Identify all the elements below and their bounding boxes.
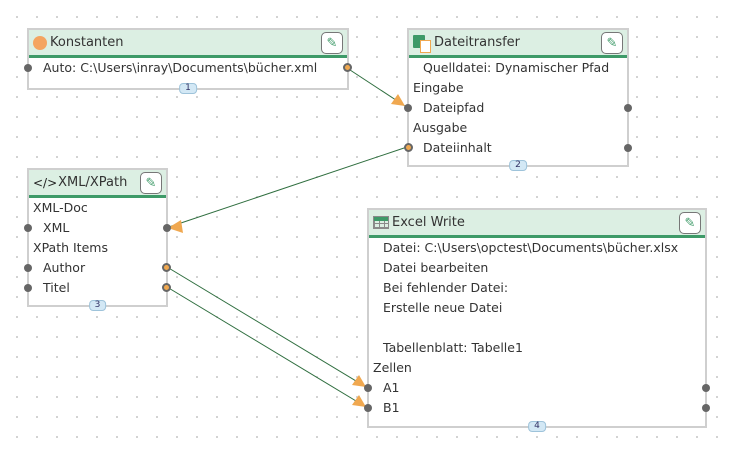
node-konstanten[interactable]: Konstanten ✎ Auto: C:\Users\inray\Docume… <box>24 28 352 94</box>
node-dateitransfer[interactable]: Dateitransfer ✎ Quelldatei: Dynamischer … <box>404 28 632 171</box>
node-excel-write[interactable]: Excel Write ✎ Datei: C:\Users\opctest\Do… <box>364 208 710 432</box>
section-label: XML-Doc <box>33 200 88 215</box>
node-title: Excel Write <box>392 215 465 230</box>
output-port[interactable] <box>702 404 710 412</box>
node-number-badge: 4 <box>528 421 546 432</box>
node-row: Tabellenblatt: Tabelle1 <box>383 340 523 355</box>
node-title: XML/XPath <box>58 175 128 190</box>
link-2-3 <box>168 146 408 228</box>
input-port[interactable] <box>24 224 32 232</box>
arrow-head <box>391 94 405 106</box>
port-label: Dateiinhalt <box>423 140 492 155</box>
output-port[interactable] <box>163 224 171 232</box>
arrow-head <box>168 220 183 233</box>
output-port[interactable] <box>624 144 632 152</box>
output-port[interactable] <box>624 104 632 112</box>
node-number-badge: 3 <box>88 300 107 311</box>
port-label: XML <box>43 220 70 235</box>
output-port[interactable] <box>702 384 710 392</box>
edit-button[interactable]: ✎ <box>679 212 701 234</box>
link-3-4b <box>166 286 367 408</box>
code-icon: </> <box>33 175 58 190</box>
node-title: Dateitransfer <box>434 35 521 50</box>
node-row: Datei: C:\Users\opctest\Documents\bücher… <box>383 240 679 255</box>
input-port[interactable] <box>364 404 372 412</box>
node-number-badge: 1 <box>179 83 197 94</box>
section-label: Ausgabe <box>413 120 468 135</box>
input-port[interactable] <box>24 264 32 272</box>
port-label: A1 <box>383 380 400 395</box>
node-row: Auto: C:\Users\inray\Documents\bücher.xm… <box>43 60 318 75</box>
section-label: XPath Items <box>33 240 108 255</box>
node-number-badge: 2 <box>509 160 527 171</box>
section-label: Zellen <box>373 360 412 375</box>
node-header[interactable]: </> XML/XPath ✎ <box>29 170 166 198</box>
node-title: Konstanten <box>50 35 124 50</box>
input-port[interactable] <box>404 104 412 112</box>
input-port[interactable] <box>364 384 372 392</box>
section-label: Eingabe <box>413 80 464 95</box>
output-port[interactable] <box>162 263 171 272</box>
node-row: Erstelle neue Datei <box>383 300 503 315</box>
arrow-head <box>352 395 366 407</box>
arrow-head <box>352 375 366 387</box>
port-label: Author <box>43 260 86 275</box>
port-label: Titel <box>43 280 70 295</box>
node-header[interactable]: Konstanten ✎ <box>29 30 347 58</box>
output-port[interactable] <box>162 283 171 292</box>
output-port[interactable] <box>343 63 352 72</box>
edit-button[interactable]: ✎ <box>601 32 623 54</box>
pencil-icon: ✎ <box>684 215 696 231</box>
port-label: B1 <box>383 400 400 415</box>
pencil-icon: ✎ <box>326 35 338 51</box>
node-header[interactable]: Dateitransfer ✎ <box>409 30 627 58</box>
node-xml-xpath[interactable]: </> XML/XPath ✎ XML-Doc XML XPath Items … <box>24 168 171 311</box>
node-row <box>369 318 705 338</box>
circle-icon <box>33 35 47 50</box>
file-transfer-icon <box>413 34 431 53</box>
input-port[interactable] <box>404 143 413 152</box>
link-3-4a <box>166 266 367 388</box>
node-row: Quelldatei: Dynamischer Pfad <box>423 60 610 75</box>
node-header[interactable]: Excel Write ✎ <box>369 210 705 238</box>
node-row: Datei bearbeiten <box>383 260 489 275</box>
edit-button[interactable]: ✎ <box>321 32 343 54</box>
table-icon <box>373 216 389 229</box>
node-row: Bei fehlender Datei: <box>383 280 509 295</box>
port-label: Dateipfad <box>423 100 485 115</box>
pencil-icon: ✎ <box>606 35 618 51</box>
input-port[interactable] <box>24 64 32 72</box>
input-port[interactable] <box>24 284 32 292</box>
edit-button[interactable]: ✎ <box>140 172 162 194</box>
pencil-icon: ✎ <box>145 175 157 191</box>
